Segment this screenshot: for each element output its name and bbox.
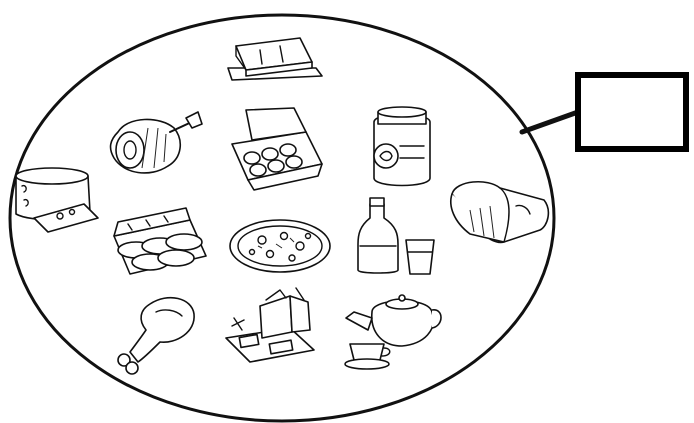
chicken-leg-icon [118,298,194,374]
connector-line [522,112,578,132]
groceries-pack-icon [226,288,314,362]
answer-box-label [581,78,683,146]
milk-bottle-and-glass-icon [358,198,434,274]
pizza-icon [230,220,330,272]
cheese-wheel-icon [16,168,98,232]
answer-box[interactable] [575,72,689,152]
bread-loaf-icon [451,182,549,243]
jam-jar-icon [374,107,430,186]
ham-icon [111,112,202,173]
teapot-and-cup-icon [345,295,441,369]
sausages-tray-icon [114,208,206,274]
egg-carton-icon [232,108,322,190]
butter-dish-icon [228,38,322,80]
